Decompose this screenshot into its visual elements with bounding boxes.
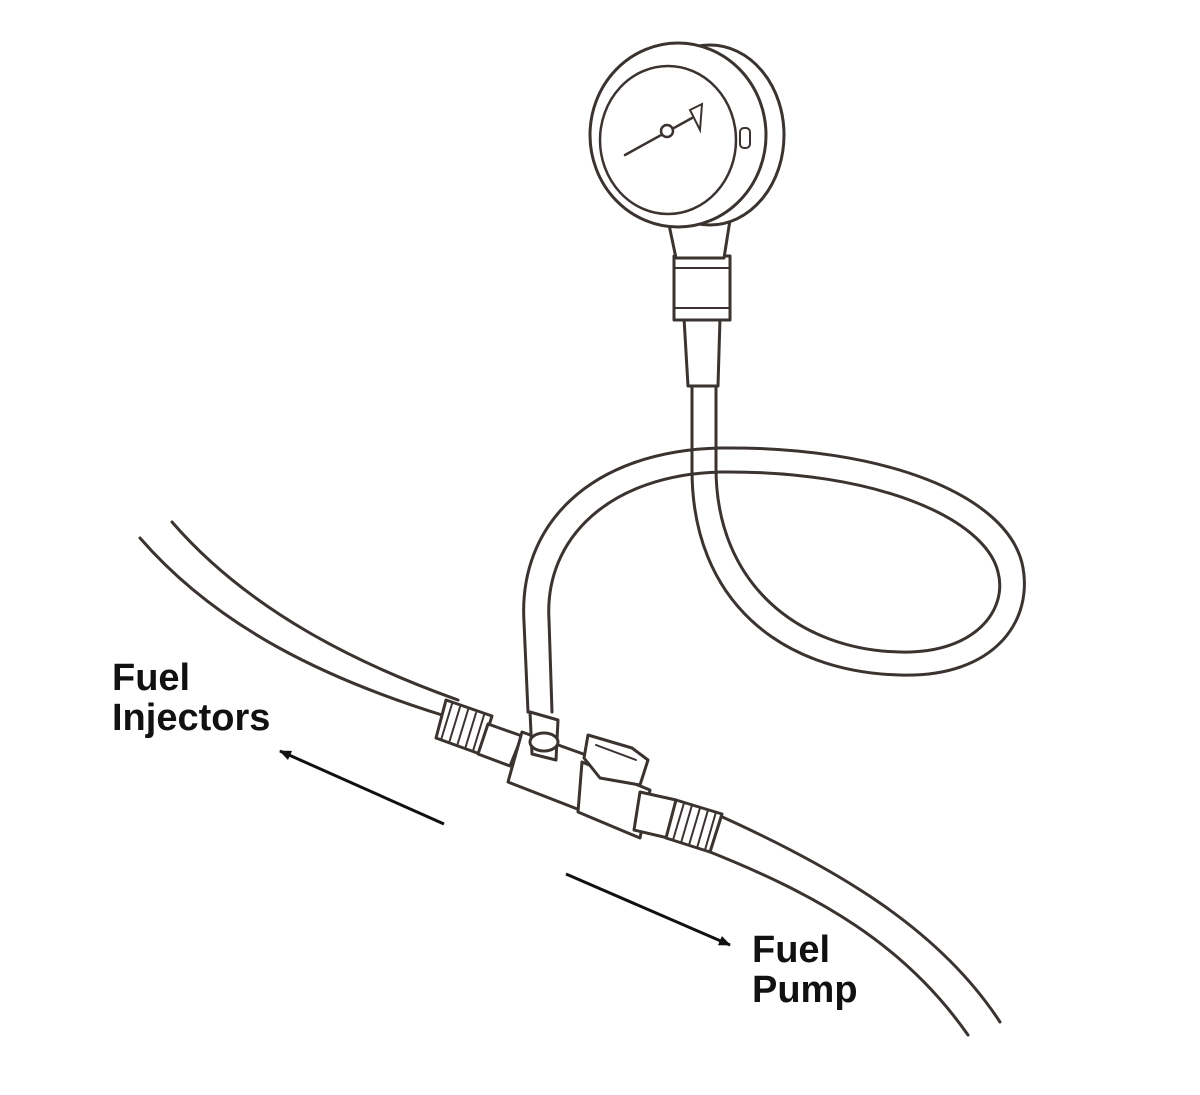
fuel-injectors-label: Fuel Injectors — [112, 658, 270, 738]
fuel-injectors-label-line-2: Injectors — [112, 697, 271, 739]
gauge-hose — [522, 374, 1026, 723]
fuel-pump-label: Fuel Pump — [752, 930, 858, 1010]
fuel-pump-label-line-2: Pump — [752, 969, 858, 1011]
fuel-injectors-label-line-1: Fuel — [112, 657, 191, 699]
pump-direction-arrow — [565, 872, 731, 947]
injector-fuel-hose — [138, 520, 460, 717]
pressure-gauge-icon — [588, 41, 786, 229]
pump-hose-fitting — [632, 790, 724, 854]
pump-fuel-hose — [698, 813, 1002, 1037]
injector-direction-arrow — [279, 749, 445, 826]
shutoff-valve-icon — [576, 733, 652, 840]
tee-fitting — [506, 710, 602, 814]
gauge-stem — [666, 218, 732, 388]
fuel-pump-label-line-1: Fuel — [752, 929, 831, 971]
injector-hose-fitting — [434, 698, 524, 768]
